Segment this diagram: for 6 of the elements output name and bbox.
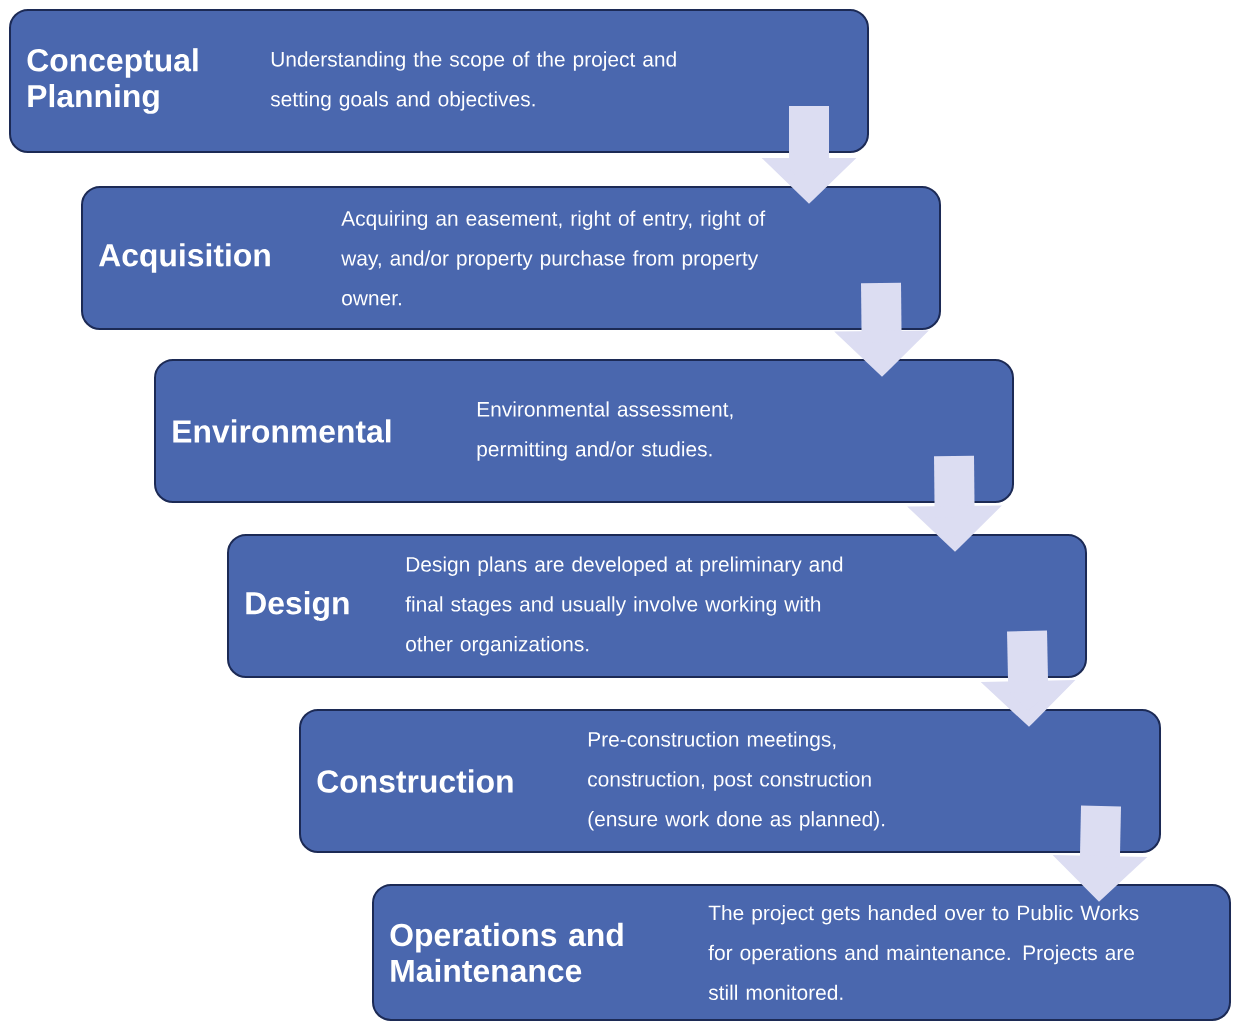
stage-box: Operations and Maintenance The project gets handed over to Public Works for operations and maintenance. Projects are still monitored.: [372, 884, 1231, 1021]
stage-box: Environmental Environmental assessment, permitting and/or studies.: [154, 359, 1014, 503]
stage-box: Acquisition Acquiring an easement, right of entry, right of way, and/or property purchase from property owner.: [81, 186, 941, 330]
stage-box: Construction Pre-construction meetings, construction, post construction (ensure work done as planned).: [299, 709, 1161, 853]
stage-box: Design Design plans are developed at preliminary and final stages and usually involve working with other organizations.: [227, 534, 1087, 678]
stage-box: Conceptual Planning Understanding the scope of the project and setting goals and objectives.: [9, 9, 869, 153]
